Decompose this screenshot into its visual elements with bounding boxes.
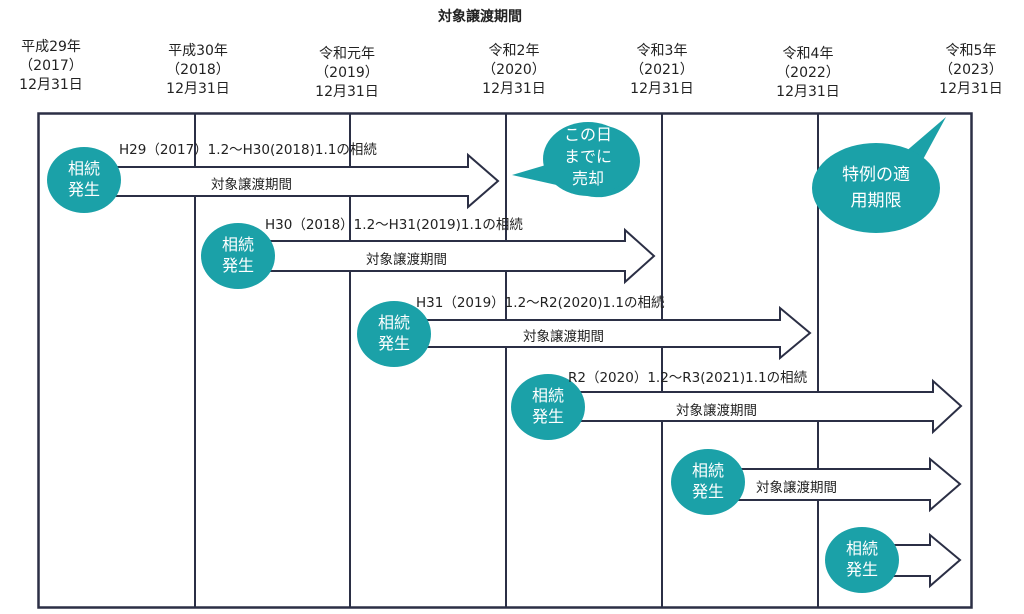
year-label: （2022） xyxy=(776,65,840,81)
badge-line-2: 発生 xyxy=(691,482,724,501)
arrow-row-4 xyxy=(547,378,963,435)
day-label: 12月31日 xyxy=(939,81,1003,97)
date-header-2023: 令和5年 （2023） 12月31日 xyxy=(916,42,1024,99)
period-label-row-4: R2（2020）1.2～R3(2021)1.1の相続 xyxy=(568,370,808,386)
badge-text-row-3: 相続 発生 xyxy=(362,312,426,354)
day-label: 12月31日 xyxy=(19,77,83,93)
era-label: 平成29年 xyxy=(21,39,81,55)
arrow-label-row-5: 対象譲渡期間 xyxy=(756,480,837,496)
badge-line-2: 発生 xyxy=(531,407,564,426)
badge-line-2: 発生 xyxy=(845,560,878,579)
badge-text-row-5: 相続 発生 xyxy=(676,460,740,502)
date-header-2017: 平成29年 （2017） 12月31日 xyxy=(0,38,106,95)
date-header-2021: 令和3年 （2021） 12月31日 xyxy=(607,42,717,99)
day-label: 12月31日 xyxy=(482,81,546,97)
era-label: 令和3年 xyxy=(636,43,688,59)
era-label: 令和4年 xyxy=(782,46,834,62)
badge-text-row-6: 相続 発生 xyxy=(830,538,894,580)
date-header-2019: 令和元年 （2019） 12月31日 xyxy=(292,45,402,102)
period-label-row-2: H30（2018）1.2～H31(2019)1.1の相続 xyxy=(265,217,523,233)
badge-line-1: 相続 xyxy=(377,313,410,332)
era-label: 令和5年 xyxy=(945,43,997,59)
badge-line-2: 発生 xyxy=(221,256,254,275)
callout-sell-by-text: この日 までに 売却 xyxy=(548,124,628,190)
badge-text-row-1: 相続 発生 xyxy=(52,158,116,200)
badge-line-1: 相続 xyxy=(691,461,724,480)
badge-row-3 xyxy=(357,301,431,367)
year-label: （2021） xyxy=(630,62,694,78)
day-label: 12月31日 xyxy=(315,84,379,100)
badge-line-1: 相続 xyxy=(67,159,100,178)
arrow-label-row-3: 対象譲渡期間 xyxy=(523,329,604,345)
arrow-label-row-2: 対象譲渡期間 xyxy=(366,252,447,268)
badge-text-row-2: 相続 発生 xyxy=(206,234,270,276)
arrow-label-row-4: 対象譲渡期間 xyxy=(676,403,757,419)
arrow-row-3 xyxy=(392,305,812,361)
arrow-label-row-1: 対象譲渡期間 xyxy=(211,177,292,193)
date-header-2022: 令和4年 （2022） 12月31日 xyxy=(753,45,863,102)
callout-line: この日 xyxy=(563,125,612,144)
badge-row-1 xyxy=(47,147,121,213)
callout-line: までに xyxy=(563,147,612,166)
callout-line: 売却 xyxy=(571,169,604,188)
year-label: （2018） xyxy=(166,62,230,78)
badge-line-1: 相続 xyxy=(221,235,254,254)
period-label-row-1: H29（2017）1.2～H30(2018)1.1の相続 xyxy=(119,142,377,158)
year-label: （2020） xyxy=(482,62,546,78)
day-label: 12月31日 xyxy=(776,84,840,100)
year-label: （2017） xyxy=(19,58,83,74)
era-label: 平成30年 xyxy=(168,43,228,59)
day-label: 12月31日 xyxy=(166,81,230,97)
arrow-row-5 xyxy=(709,456,962,513)
callout-deadline-text: 特例の適 用期限 xyxy=(816,162,936,214)
era-label: 令和元年 xyxy=(319,46,375,62)
badge-line-2: 発生 xyxy=(67,180,100,199)
diagram-title: 対象譲渡期間 xyxy=(438,9,522,25)
year-label: （2023） xyxy=(939,62,1003,78)
callout-line: 特例の適 xyxy=(842,165,910,185)
badge-row-6 xyxy=(825,527,899,593)
era-label: 令和2年 xyxy=(488,43,540,59)
badge-row-4 xyxy=(511,374,585,440)
badge-line-1: 相続 xyxy=(845,539,878,558)
callout-line: 用期限 xyxy=(850,191,902,211)
day-label: 12月31日 xyxy=(630,81,694,97)
year-label: （2019） xyxy=(315,65,379,81)
badge-line-2: 発生 xyxy=(377,334,410,353)
badge-text-row-4: 相続 発生 xyxy=(516,385,580,427)
badge-line-1: 相続 xyxy=(531,386,564,405)
period-label-row-3: H31（2019）1.2～R2(2020)1.1の相続 xyxy=(416,295,665,311)
date-header-2020: 令和2年 （2020） 12月31日 xyxy=(459,42,569,99)
arrow-row-2 xyxy=(237,227,656,285)
arrow-row-1 xyxy=(74,152,500,210)
date-header-2018: 平成30年 （2018） 12月31日 xyxy=(143,42,253,99)
badge-row-2 xyxy=(201,223,275,289)
badge-row-5 xyxy=(671,449,745,515)
